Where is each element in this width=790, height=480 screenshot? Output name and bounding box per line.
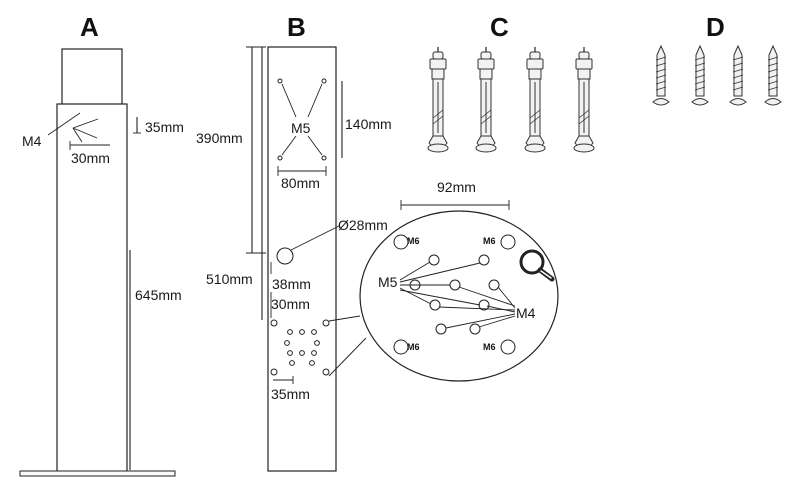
dim-35mm: 35mm [145,119,184,135]
m6-label-tl: M6 [407,236,420,246]
detail-callout-top [328,315,361,322]
magnifier-icon [519,249,555,282]
dim-140mm: 140mm [345,116,392,132]
anchor-bolt-2 [475,47,497,153]
m4-label: M4 [22,133,42,149]
post-a-base-plate [19,470,176,477]
dim-645mm: 645mm [135,287,182,303]
dim-80mm: 80mm [281,175,320,191]
m6-hole-br [500,339,516,355]
dim-510mm: 510mm [206,271,253,287]
part-b: B 390mm 510mm M5 140mm 80mm Ø28mm [196,12,392,472]
post-a-body [56,103,128,475]
detail-callout-bottom [328,337,367,377]
mounting-hole-pattern [270,319,330,376]
part-d: D [652,12,782,106]
detail-circle [359,210,559,382]
screw-1 [652,44,670,106]
cable-hole [276,247,294,265]
m5-hole-br [321,155,327,161]
m5-hole-tl [277,78,283,84]
detail-m4-label: M4 [516,305,536,321]
dim-30mm-b: 30mm [271,296,310,312]
part-c: C [427,12,595,153]
m5-hole-bl [277,155,283,161]
m6-label-br: M6 [483,342,496,352]
m6-hole-bl [393,339,409,355]
part-a-letter: A [80,12,99,42]
anchor-bolt-4 [573,47,595,153]
part-a: A M4 30mm 35mm 645mm [19,12,184,477]
m5-label: M5 [291,120,311,136]
m6-label-bl: M6 [407,342,420,352]
m5-leaders [399,261,481,306]
m5-x-lines [281,83,323,156]
dim-35mm-b: 35mm [271,386,310,402]
screw-2 [691,44,709,106]
post-a-top [61,48,123,106]
dim-28mm: Ø28mm [338,217,388,233]
m6-label-tr: M6 [483,236,496,246]
detail-view: 92mm M6 M6 M6 M6 M [359,179,559,382]
screw-4 [764,44,782,106]
dim-30mm: 30mm [71,150,110,166]
anchor-bolt-1 [427,47,449,153]
m6-hole-tr [500,234,516,250]
dim-38mm: 38mm [272,276,311,292]
detail-small-holes [409,254,500,335]
screw-3 [729,44,747,106]
m4-leader-lines [47,112,99,143]
dim-390mm: 390mm [196,130,243,146]
part-d-letter: D [706,12,725,42]
m6-hole-tl [393,234,409,250]
part-b-letter: B [287,12,306,42]
detail-m5-label: M5 [378,274,398,290]
anchor-bolt-3 [524,47,546,153]
cable-hole-leader [290,225,340,251]
dim-92mm: 92mm [437,179,476,195]
m4-leaders [438,286,516,329]
part-c-letter: C [490,12,509,42]
m5-hole-tr [321,78,327,84]
